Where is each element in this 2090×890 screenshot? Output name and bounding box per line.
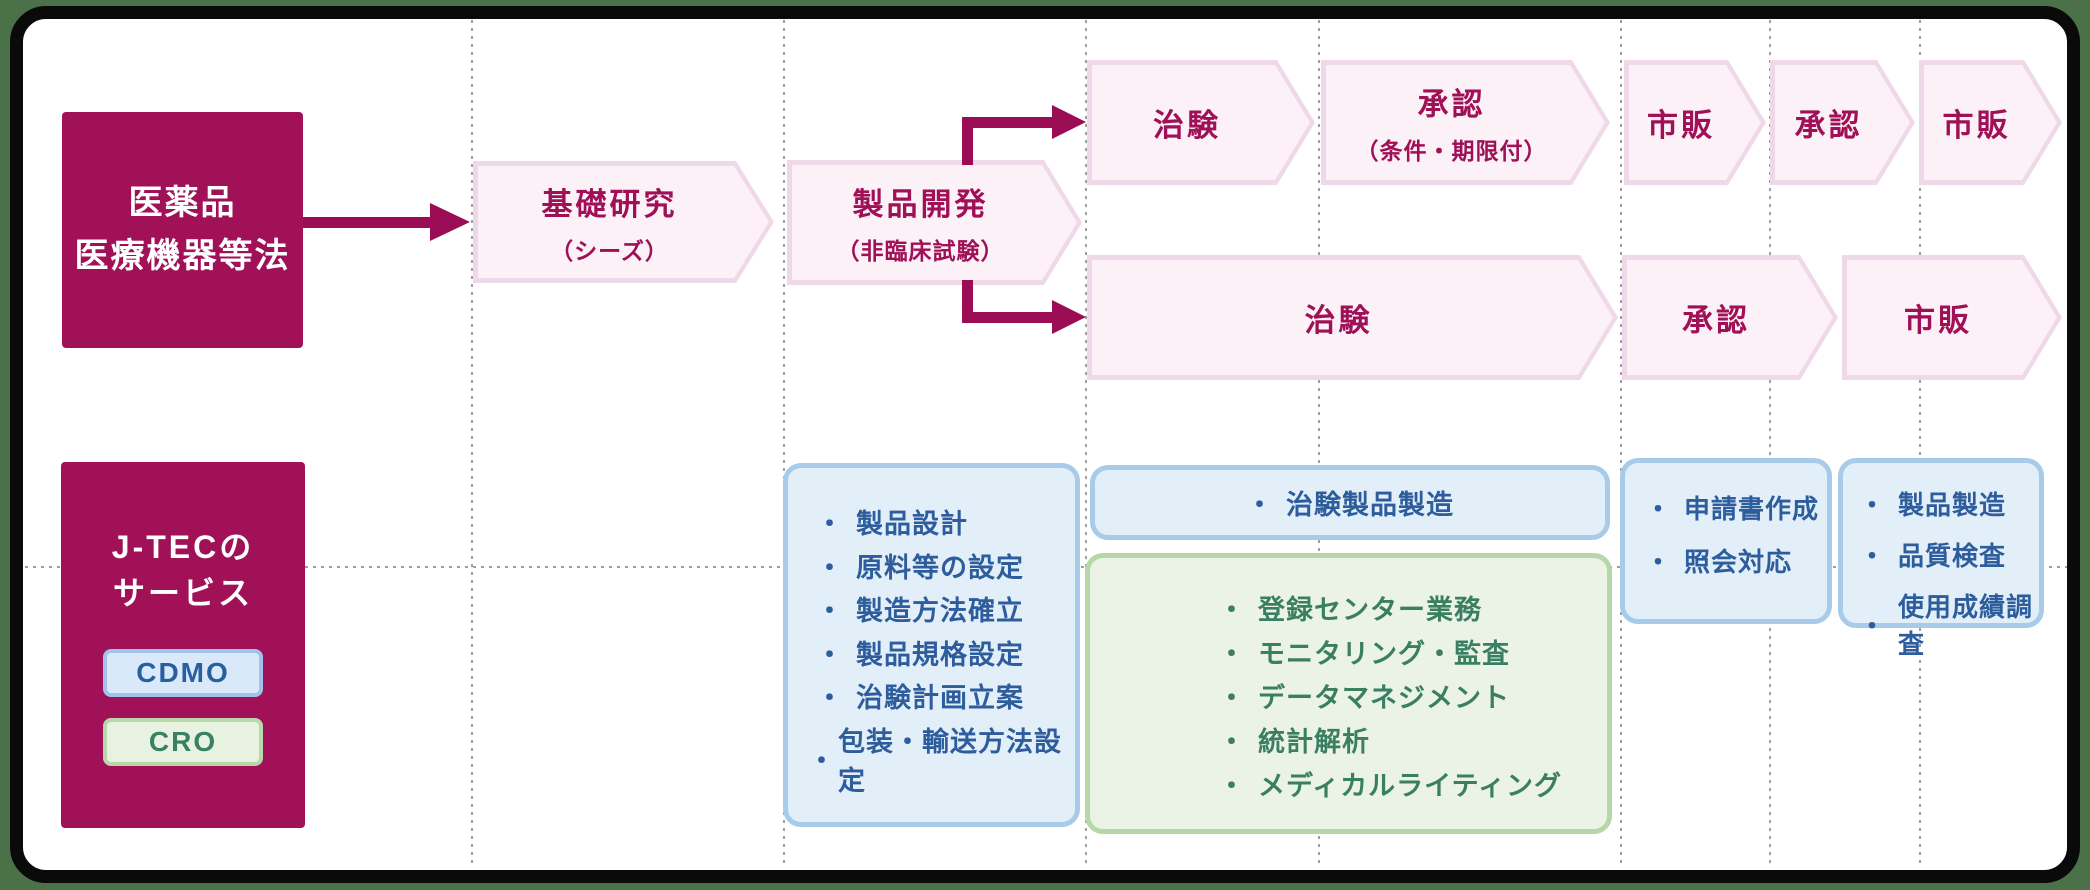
bullet-icon: ・ — [1218, 771, 1246, 801]
chevron-fast-market-1: 市販 — [1624, 60, 1766, 185]
cdmo-badge: CDMO — [103, 649, 263, 697]
list-item: ・データマネジメント — [1218, 676, 1597, 715]
list-item: ・登録センター業務 — [1218, 588, 1597, 627]
bullet-icon: ・ — [816, 509, 844, 539]
bullet-icon: ・ — [1645, 547, 1673, 577]
list-item: ・原料等の設定 — [816, 546, 1065, 585]
bullet-icon: ・ — [1859, 490, 1887, 520]
cdmo-post-market-box: ・製品製造 ・品質検査 ・使用成績調査 — [1838, 458, 2044, 659]
stage-subtitle: （条件・期限付） — [1355, 138, 1548, 164]
bullet-icon: ・ — [1859, 541, 1887, 571]
stage-title: 製品開発 — [852, 187, 989, 222]
stage-title: 市販 — [1942, 108, 2011, 143]
grid-line-vertical — [1085, 20, 1087, 868]
grid-line-vertical — [1919, 20, 1921, 868]
list-item: ・製品規格設定 — [816, 633, 1065, 672]
bullet-icon: ・ — [816, 596, 844, 627]
stage-title: 市販 — [1647, 108, 1715, 143]
bullet-icon: ・ — [816, 683, 844, 714]
list-item: ・統計解析 — [1218, 720, 1597, 759]
jtec-services-title: J-TECの サービス — [111, 529, 255, 612]
stage-title: 承認 — [1794, 108, 1863, 143]
stage-title: 承認 — [1417, 87, 1486, 122]
bullet-icon: ・ — [808, 746, 836, 777]
stage-subtitle: （シーズ） — [550, 237, 669, 264]
diagram-frame: 医薬品 医療機器等法 基礎研究 （シーズ） 製品開発 （非臨床試験） — [10, 6, 2080, 883]
cdmo-application-box: ・申請書作成 ・照会対応 — [1620, 458, 1832, 624]
jtec-services-box: J-TECの サービス CDMO CRO — [61, 462, 305, 828]
bullet-icon: ・ — [816, 639, 844, 670]
list-item: ・モニタリング・監査 — [1218, 632, 1597, 671]
chevron-product-development: 製品開発 （非臨床試験） — [787, 160, 1082, 285]
stage-title: 市販 — [1904, 303, 1972, 338]
chevron-standard-market: 市販 — [1842, 255, 2062, 380]
grid-line-vertical — [1620, 20, 1622, 868]
list-item: ・治験計画立案 — [816, 676, 1065, 715]
bullet-icon: ・ — [1218, 595, 1246, 625]
cdmo-development-services-box: ・製品設計 ・原料等の設定 ・製造方法確立 ・製品規格設定 ・治験計画立案 ・包… — [783, 463, 1080, 827]
bullet-icon: ・ — [1645, 494, 1673, 524]
list-item: ・製品製造 — [1859, 485, 2039, 522]
grid-line-vertical — [1318, 20, 1320, 868]
list-item: ・製造方法確立 — [816, 589, 1065, 628]
cdmo-trial-manufacturing-box: ・治験製品製造 — [1090, 465, 1610, 540]
chevron-conditional-approval: 承認 （条件・期限付） — [1321, 60, 1610, 185]
list-item: ・申請書作成 — [1645, 489, 1827, 526]
list-item: ・品質検査 — [1859, 536, 2039, 573]
list-item: ・包装・輸送方法設定 — [808, 726, 1062, 796]
stage-title: 承認 — [1682, 303, 1750, 338]
chevron-basic-research: 基礎研究 （シーズ） — [473, 161, 774, 283]
grid-line-vertical — [471, 20, 473, 868]
chevron-standard-approval: 承認 — [1622, 255, 1838, 380]
list-item: ・メディカルライティング — [1218, 764, 1597, 803]
list-item: ・治験製品製造 — [1246, 483, 1454, 522]
bullet-icon: ・ — [1218, 683, 1246, 713]
bullet-icon: ・ — [816, 552, 844, 583]
chevron-fast-approval: 承認 — [1770, 60, 1915, 185]
bullet-icon: ・ — [1218, 727, 1246, 757]
bullet-icon: ・ — [1218, 639, 1246, 669]
list-item: ・製品設計 — [816, 502, 1065, 541]
grid-line-vertical — [783, 20, 785, 868]
chevron-fast-trial: 治験 — [1087, 60, 1315, 185]
list-item: ・照会対応 — [1645, 542, 1827, 579]
stage-title: 治験 — [1153, 108, 1221, 143]
stage-title: 基礎研究 — [541, 186, 678, 222]
cro-badge: CRO — [103, 718, 263, 766]
stage-title: 治験 — [1304, 303, 1373, 338]
list-item: ・使用成績調査 — [1859, 592, 2034, 659]
chevron-standard-trial: 治験 — [1087, 255, 1618, 380]
grid-line-vertical — [1769, 20, 1771, 868]
diagram-canvas: 医薬品 医療機器等法 基礎研究 （シーズ） 製品開発 （非臨床試験） — [23, 19, 2067, 870]
law-title: 医薬品 医療機器等法 — [74, 184, 291, 275]
chevron-fast-market-2: 市販 — [1919, 60, 2062, 185]
stage-subtitle: （非臨床試験） — [836, 238, 1005, 264]
bullet-icon: ・ — [1246, 490, 1274, 520]
bullet-icon: ・ — [1859, 610, 1887, 641]
cro-services-box: ・登録センター業務 ・モニタリング・監査 ・データマネジメント ・統計解析 ・メ… — [1085, 553, 1612, 834]
law-title-box: 医薬品 医療機器等法 — [62, 112, 303, 348]
